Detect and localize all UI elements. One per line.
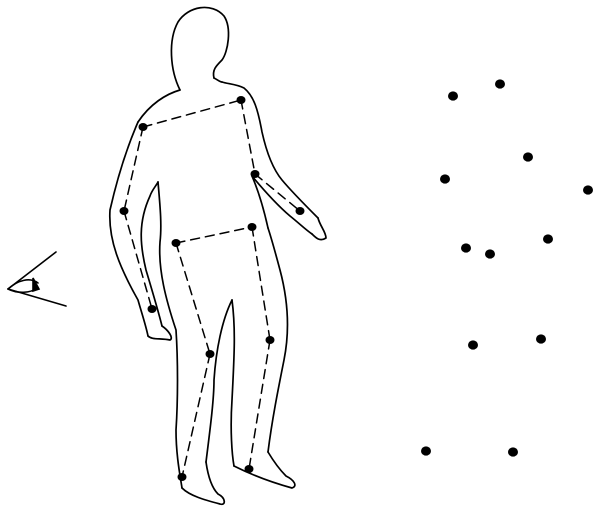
joint-elbow-right [251, 170, 260, 178]
joint-elbow-left [120, 207, 129, 215]
point-light-dot [583, 185, 593, 194]
torso-right-side [252, 176, 268, 228]
point-light-dot [543, 234, 553, 243]
human-figure-outline [110, 7, 326, 504]
point-light-dot [536, 334, 546, 343]
point-light-dot [523, 152, 533, 161]
point-light-dot [508, 447, 518, 456]
skeleton-lines [124, 100, 300, 477]
joint-ankle-left [178, 473, 187, 481]
joint-wrist-right [296, 207, 305, 215]
point-light-dot [485, 249, 495, 258]
back-outline [138, 90, 180, 122]
point-light-dot [440, 174, 450, 183]
left-leg-inner [206, 300, 232, 462]
point-light-dot [461, 243, 471, 252]
eye-icon [8, 252, 66, 306]
left-hand [148, 326, 171, 340]
right-arm-inner [252, 176, 312, 234]
joint-wrist-left [148, 305, 157, 313]
joint-knee-left [206, 350, 215, 358]
joint-hip-right [248, 223, 257, 231]
point-light-dot [421, 446, 431, 455]
joint-ankle-right [245, 465, 254, 473]
joint-shoulder-right [237, 96, 246, 104]
point-light-dot [468, 340, 478, 349]
joint-shoulder-left [139, 123, 148, 131]
joint-knee-right [266, 336, 275, 344]
joint-hip-left [172, 239, 181, 247]
point-light-dot [495, 79, 505, 88]
right-hand [312, 218, 326, 240]
right-foot [234, 452, 295, 488]
right-leg-inner [231, 300, 234, 466]
joint-markers [120, 96, 305, 481]
point-light-dots [421, 79, 593, 456]
shoulder-line [214, 78, 222, 82]
point-light-dot [448, 91, 458, 100]
head-outline [171, 7, 228, 90]
left-foot [182, 462, 224, 504]
